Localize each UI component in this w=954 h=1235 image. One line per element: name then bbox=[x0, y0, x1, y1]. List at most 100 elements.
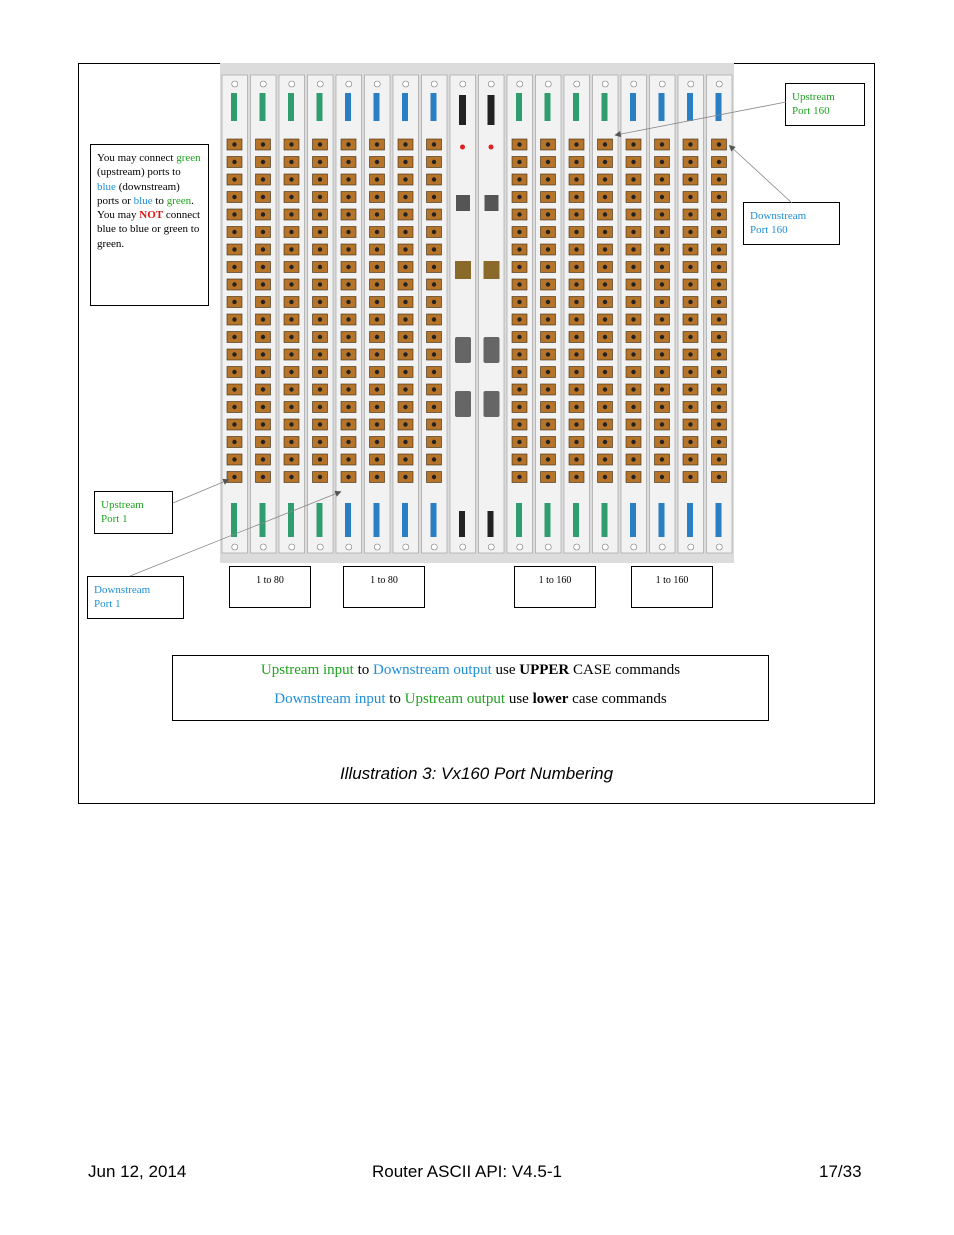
screw-icon bbox=[259, 80, 267, 88]
connector-center-icon bbox=[716, 439, 722, 445]
connector-center-icon bbox=[317, 387, 323, 392]
connector-center-icon bbox=[232, 194, 237, 200]
screw-icon bbox=[573, 543, 581, 551]
connector-center-icon bbox=[289, 317, 294, 322]
connector-center-icon bbox=[232, 352, 237, 357]
connector-center-icon bbox=[289, 159, 294, 165]
lan-port-icon bbox=[455, 261, 471, 279]
connector-center-icon bbox=[289, 334, 294, 340]
connector-center-icon bbox=[517, 194, 522, 200]
connector-center-icon bbox=[346, 369, 351, 375]
connector-center-icon bbox=[431, 439, 437, 445]
connector-center-icon bbox=[631, 264, 636, 270]
screw-icon bbox=[516, 543, 524, 551]
connector-center-icon bbox=[716, 317, 722, 322]
connector-center-icon bbox=[602, 369, 608, 375]
connector-center-icon bbox=[602, 352, 608, 357]
connector-center-icon bbox=[688, 317, 693, 322]
connector-center-icon bbox=[403, 212, 408, 217]
connector-center-icon bbox=[574, 387, 579, 392]
connector-center-icon bbox=[631, 474, 636, 480]
connector-center-icon bbox=[346, 439, 351, 445]
screw-icon bbox=[373, 543, 381, 551]
label-downstream-port-1: Downstream Port 1 bbox=[87, 576, 184, 619]
connector-center-icon bbox=[602, 229, 608, 235]
connector-center-icon bbox=[289, 264, 294, 270]
connector-center-icon bbox=[289, 352, 294, 357]
screw-icon bbox=[259, 543, 267, 551]
usb-port-icon bbox=[484, 195, 499, 211]
handle-icon bbox=[288, 93, 294, 121]
connector-center-icon bbox=[289, 474, 294, 480]
connector-center-icon bbox=[260, 247, 266, 252]
connector-center-icon bbox=[574, 334, 579, 340]
chassis-drawing bbox=[220, 63, 734, 563]
connector-center-icon bbox=[517, 387, 522, 392]
footer-date: Jun 12, 2014 bbox=[88, 1162, 187, 1181]
handle-icon bbox=[630, 503, 636, 537]
connector-center-icon bbox=[517, 264, 522, 270]
handle-icon bbox=[231, 503, 237, 537]
handle-icon bbox=[316, 503, 323, 537]
screw-icon bbox=[715, 80, 723, 88]
connector-center-icon bbox=[545, 159, 551, 165]
connector-center-icon bbox=[317, 264, 323, 270]
connector-center-icon bbox=[631, 177, 636, 182]
connector-center-icon bbox=[346, 247, 351, 252]
connector-center-icon bbox=[346, 422, 351, 427]
connector-center-icon bbox=[631, 212, 636, 217]
connector-center-icon bbox=[403, 404, 408, 410]
connector-center-icon bbox=[431, 247, 437, 252]
connector-center-icon bbox=[602, 264, 608, 270]
connection-note: You may connect green (upstream) ports t… bbox=[90, 144, 209, 306]
handle-icon bbox=[601, 503, 608, 537]
handle-icon bbox=[231, 93, 237, 121]
handle-icon bbox=[516, 503, 522, 537]
command-case-box: Upstream input to Downstream output use … bbox=[172, 655, 769, 721]
connector-center-icon bbox=[659, 282, 665, 287]
connector-center-icon bbox=[545, 422, 551, 427]
connector-center-icon bbox=[403, 457, 408, 462]
connector-center-icon bbox=[346, 334, 351, 340]
connector-center-icon bbox=[631, 317, 636, 322]
connector-center-icon bbox=[602, 387, 608, 392]
connector-center-icon bbox=[289, 247, 294, 252]
connector-center-icon bbox=[260, 282, 266, 287]
connector-center-icon bbox=[631, 439, 636, 445]
connector-center-icon bbox=[317, 474, 323, 480]
connector-center-icon bbox=[374, 334, 380, 340]
connector-center-icon bbox=[716, 474, 722, 480]
connector-center-icon bbox=[232, 317, 237, 322]
connector-center-icon bbox=[431, 282, 437, 287]
connector-center-icon bbox=[545, 439, 551, 445]
screw-icon bbox=[231, 543, 239, 551]
connector-center-icon bbox=[574, 264, 579, 270]
connector-center-icon bbox=[431, 474, 437, 480]
connector-center-icon bbox=[232, 439, 237, 445]
screw-icon bbox=[630, 543, 638, 551]
connector-center-icon bbox=[602, 422, 608, 427]
connector-center-icon bbox=[574, 439, 579, 445]
connector-center-icon bbox=[289, 387, 294, 392]
handle-icon bbox=[316, 93, 323, 121]
connector-center-icon bbox=[403, 422, 408, 427]
connector-center-icon bbox=[317, 159, 323, 165]
connector-center-icon bbox=[716, 404, 722, 410]
connector-center-icon bbox=[260, 159, 266, 165]
connector-center-icon bbox=[374, 299, 380, 305]
connector-center-icon bbox=[574, 299, 579, 305]
connector-center-icon bbox=[517, 247, 522, 252]
connector-center-icon bbox=[659, 317, 665, 322]
connector-center-icon bbox=[232, 369, 237, 375]
connector-center-icon bbox=[431, 142, 437, 147]
connector-center-icon bbox=[631, 352, 636, 357]
connector-center-icon bbox=[659, 194, 665, 200]
connector-center-icon bbox=[602, 457, 608, 462]
handle-icon bbox=[430, 93, 437, 121]
handle-icon bbox=[687, 93, 693, 121]
connector-center-icon bbox=[574, 247, 579, 252]
connector-center-icon bbox=[688, 177, 693, 182]
connector-center-icon bbox=[631, 404, 636, 410]
connector-center-icon bbox=[545, 282, 551, 287]
connector-center-icon bbox=[260, 194, 266, 200]
